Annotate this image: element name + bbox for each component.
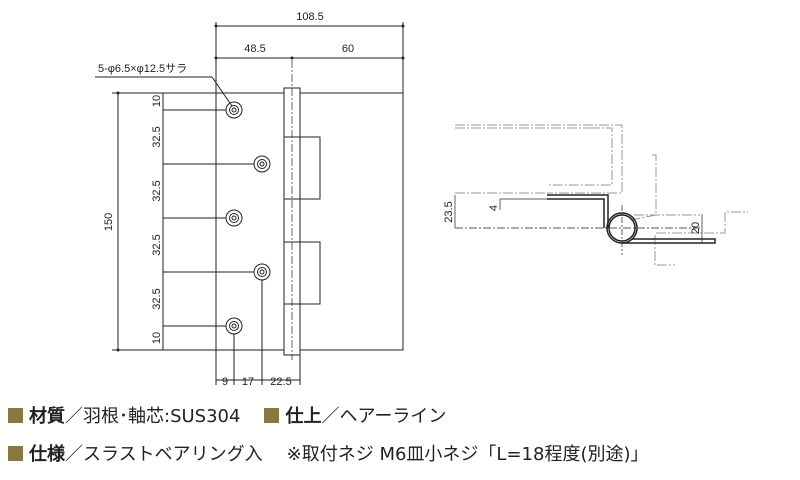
dim-segment: 10 [151,95,163,107]
dim-segment: 32.5 [151,126,163,147]
screw-holes [225,101,271,335]
material-value: ／羽根･軸芯:SUS304 [65,406,241,427]
spec-value: ／スラストベアリング入 [65,444,263,465]
hole-note: 5-φ6.5×φ12.5サラ [98,62,187,75]
bullet-square-icon [8,407,23,423]
dim-4: 4 [488,205,500,211]
knuckle-leaf-lower [283,241,321,305]
bullet-square-icon [8,445,23,461]
side-view [455,124,748,266]
dim-left-leaf: 48.5 [244,43,265,55]
dim-bottom: 9 [222,376,228,388]
dim-segment: 10 [151,332,163,344]
dim-right-leaf: 60 [342,43,354,55]
dim-overall-width: 108.5 [296,11,324,23]
dim-23-5: 23.5 [443,201,455,222]
screw-note: ※取付ネジ M6皿小ネジ「L=18程度(別途)」 [286,444,649,465]
spec-label: 仕様 [29,444,65,465]
spec-row-1: 材質 ／羽根･軸芯:SUS304 仕上 ／ヘアーライン [8,402,446,428]
dim-bottom: 17 [242,376,254,388]
spec-row-2: 仕様 ／スラストベアリング入 ※取付ネジ M6皿小ネジ「L=18程度(別途)」 [8,440,649,466]
dim-segment: 32.5 [151,288,163,309]
dim-height: 150 [103,213,115,231]
bullet-square-icon [264,407,280,423]
finish-value: ／ヘアーライン [321,406,447,427]
finish-label: 仕上 [285,406,322,427]
knuckle-leaf-upper [283,136,321,200]
dim-segment: 32.5 [151,180,163,201]
dim-segment: 32.5 [151,234,163,255]
hinge-plate-outline [215,92,404,351]
dim-bottom: 22.5 [270,376,291,388]
technical-drawing: 108.5 48.5 60 5-φ6.5×φ12.5サラ 150 10 32.5… [95,11,748,388]
material-label: 材質 [29,406,65,427]
dim-20: 20 [690,222,702,234]
